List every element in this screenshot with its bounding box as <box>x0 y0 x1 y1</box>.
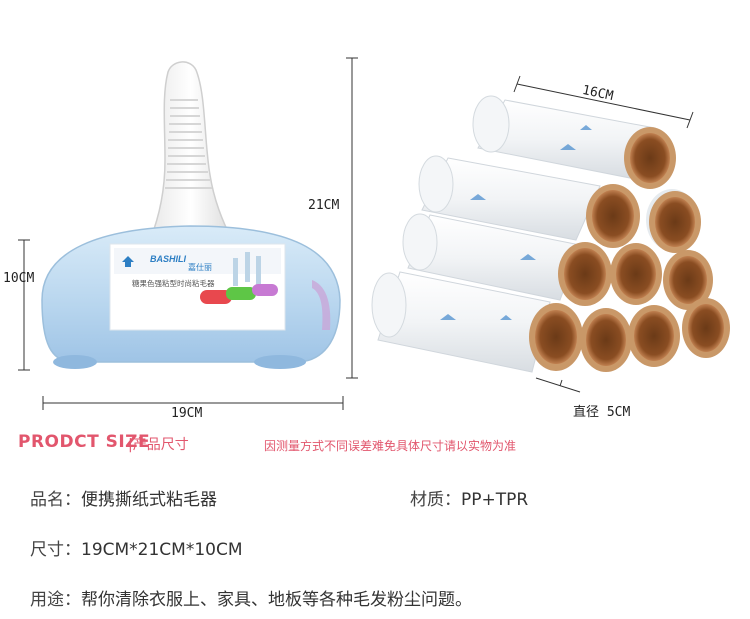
roll-diameter-dimension <box>535 377 581 393</box>
roll <box>402 213 612 306</box>
product-name-row: 品名：便携撕纸式粘毛器 <box>30 485 217 510</box>
section-subtitle: |产品尺寸 <box>128 437 189 453</box>
material-value: PP+TPR <box>461 490 529 510</box>
roll-length-dimension <box>513 75 694 129</box>
material-row: 材质：PP+TPR <box>410 485 528 510</box>
measurement-note: 因测量方式不同误差难免具体尺寸请以实物为准 <box>264 439 517 453</box>
usage-label: 用途： <box>30 590 81 610</box>
roll <box>580 308 632 372</box>
section-title: PRODCT SIZE <box>18 432 151 452</box>
depth-label: 10CM <box>3 271 35 286</box>
package-label: BASHILI 嘉仕丽 糖果色强粘型时尚粘毛器 <box>109 243 286 331</box>
product-name-label: 品名： <box>30 490 81 510</box>
box-brand: BASHILI <box>150 254 186 264</box>
roll <box>472 95 676 189</box>
width-dimension <box>42 396 344 410</box>
box-title: 糖果色强粘型时尚粘毛器 <box>132 278 215 288</box>
height-dimension <box>346 57 358 379</box>
depth-dimension <box>18 239 30 371</box>
roll <box>646 189 701 253</box>
roll <box>418 155 640 248</box>
roll <box>610 243 662 305</box>
roll <box>682 298 730 358</box>
size-row: 尺寸：19CM*21CM*10CM <box>30 535 243 560</box>
roll <box>628 305 680 367</box>
usage-row: 用途：帮你清除衣服上、家具、地板等各种毛发粉尘问题。 <box>30 585 472 610</box>
roll-diameter-label: 直径 5CM <box>573 405 631 420</box>
roll <box>663 250 713 310</box>
size-label: 尺寸： <box>30 540 81 560</box>
refill-rolls <box>371 95 730 373</box>
roll <box>371 271 583 373</box>
usage-value: 帮你清除衣服上、家具、地板等各种毛发粉尘问题。 <box>81 590 472 610</box>
product-name-value: 便携撕纸式粘毛器 <box>81 490 217 510</box>
box-brand-cn: 嘉仕丽 <box>188 262 212 272</box>
roller-handle <box>148 61 234 241</box>
material-label: 材质： <box>410 490 461 510</box>
product-illustration: BASHILI 嘉仕丽 糖果色强粘型时尚粘毛器 <box>18 57 730 410</box>
width-label: 19CM <box>171 406 203 421</box>
height-label: 21CM <box>308 198 340 213</box>
size-value: 19CM*21CM*10CM <box>81 540 243 560</box>
